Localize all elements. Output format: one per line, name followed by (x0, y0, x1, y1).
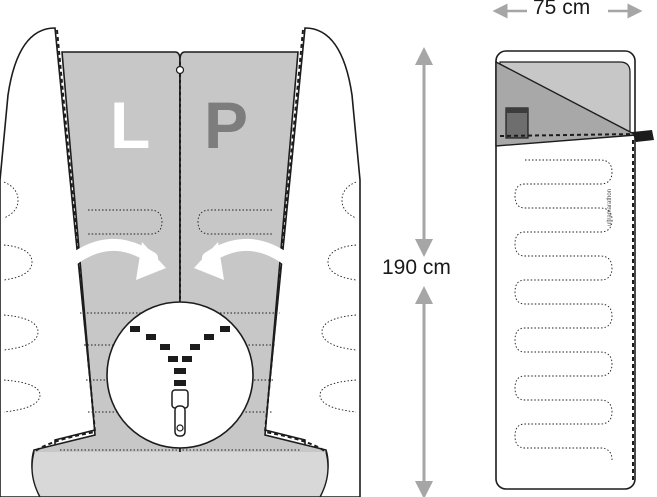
flap-channels (3, 181, 357, 413)
zipper-pull-icon (632, 130, 654, 142)
zipper-detail-lens (106, 301, 254, 449)
folded-flap (495, 60, 639, 147)
zipper-pull-icon (171, 389, 189, 437)
pocket-icon (505, 107, 529, 139)
quilting-channels (514, 159, 613, 461)
length-label: 190 cm (382, 256, 451, 279)
single-bag-body (495, 50, 636, 490)
bag-channels (88, 209, 272, 235)
left-zip-line (33, 29, 97, 453)
curved-arrow-icon (64, 239, 296, 280)
foot-box (31, 451, 329, 497)
single-bag (495, 50, 654, 490)
left-outer-flap (0, 27, 96, 497)
joined-bags (0, 27, 361, 497)
right-outer-flap (264, 27, 361, 497)
zip-top-pull (175, 65, 185, 75)
brand-label: ultramarathon (607, 188, 613, 226)
width-label: 75 cm (533, 0, 591, 19)
left-bag-letter: L (110, 88, 151, 162)
right-bag-letter: P (204, 88, 249, 162)
right-zip-line (263, 29, 327, 453)
